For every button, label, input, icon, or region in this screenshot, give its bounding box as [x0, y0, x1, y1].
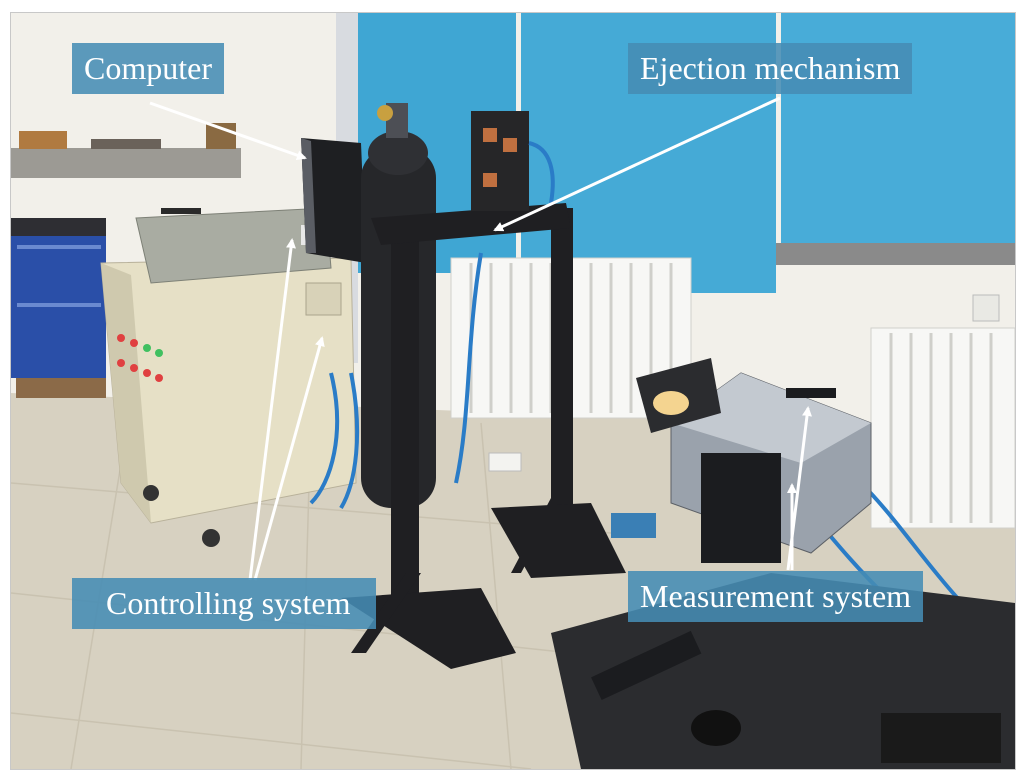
- label-ejection-mechanism: Ejection mechanism: [628, 43, 913, 94]
- blue-cabinet: [11, 218, 106, 378]
- label-measurement-system: Measurement system: [628, 571, 924, 622]
- measurement-instruments: [591, 358, 1001, 763]
- wall-shelf: [11, 148, 241, 178]
- ejection-stand: [341, 203, 626, 669]
- lab-photo: [10, 12, 1016, 770]
- radiator-right: [870, 327, 1015, 529]
- power-strip: [488, 452, 522, 472]
- wall-socket: [972, 294, 1000, 322]
- shelf-item: [206, 123, 236, 149]
- label-computer: Computer: [72, 43, 224, 94]
- computer-monitor: [301, 138, 366, 263]
- lab-scene: [11, 13, 1015, 769]
- shelf-box: [19, 131, 67, 149]
- shelf-items: [91, 139, 161, 149]
- cabinet-indicator-lights: [117, 334, 163, 382]
- label-controlling-system: Controlling system: [72, 578, 377, 629]
- small-controller: [611, 513, 656, 538]
